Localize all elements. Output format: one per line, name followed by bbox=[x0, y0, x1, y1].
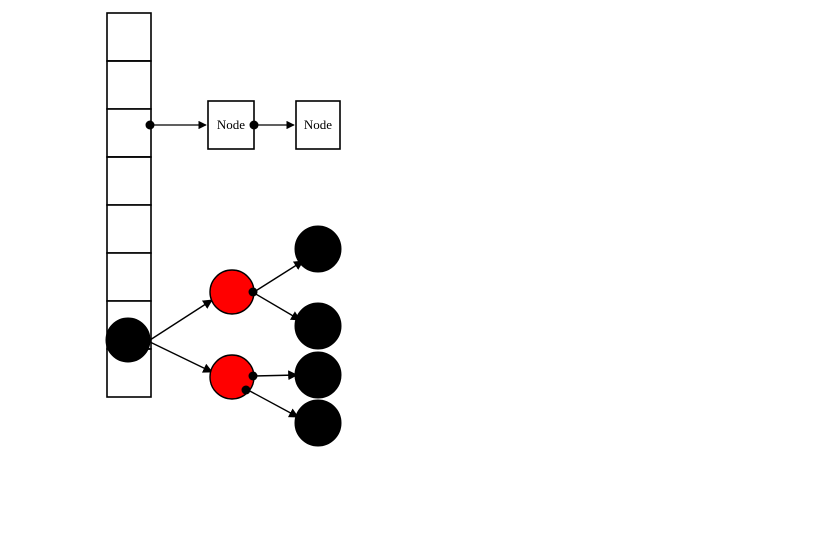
bucket-cell-4[interactable] bbox=[106, 204, 152, 254]
bucket-cell-5[interactable] bbox=[106, 252, 152, 302]
pointer-dot-red-lower-bottom[interactable] bbox=[241, 385, 251, 395]
pointer-dot-node-1[interactable] bbox=[249, 120, 259, 130]
tree-edge-red-lower-to-leaf-3 bbox=[253, 370, 298, 381]
bucket-cell-0[interactable] bbox=[106, 12, 152, 62]
tree-pointer-dots bbox=[241, 287, 258, 395]
tree-edge-red-lower-to-leaf-4 bbox=[247, 389, 299, 418]
pointer-dot-bucket-cell-2[interactable] bbox=[145, 120, 155, 130]
tree-edge-red-upper-to-leaf-2 bbox=[253, 292, 301, 321]
tree-edges bbox=[149, 260, 304, 418]
tree-edge-red-upper-to-leaf-1 bbox=[253, 260, 304, 293]
linked-list-node-2-label: Node bbox=[304, 117, 332, 132]
linked-list-node-2[interactable] bbox=[295, 100, 341, 150]
black-leaf-1[interactable] bbox=[294, 225, 342, 273]
tree-edge-root-to-red-upper bbox=[149, 299, 213, 341]
linked-list-chain: Node Node bbox=[145, 100, 341, 150]
red-node-upper[interactable] bbox=[209, 269, 255, 315]
pointer-dot-red-lower-right[interactable] bbox=[248, 371, 258, 381]
linked-list-node-1-label: Node bbox=[217, 117, 245, 132]
pointer-dot-red-upper[interactable] bbox=[248, 287, 258, 297]
bucket-cell-3[interactable] bbox=[106, 156, 152, 206]
bucket-cell-1[interactable] bbox=[106, 60, 152, 110]
black-leaf-3[interactable] bbox=[294, 351, 342, 399]
tree-edge-root-to-red-lower bbox=[149, 341, 213, 373]
black-leaf-4[interactable] bbox=[294, 399, 342, 447]
black-leaf-2[interactable] bbox=[294, 302, 342, 350]
tree-root-node[interactable] bbox=[105, 317, 151, 363]
bucket-cell-2[interactable] bbox=[106, 108, 152, 158]
tree-nodes bbox=[105, 225, 342, 447]
